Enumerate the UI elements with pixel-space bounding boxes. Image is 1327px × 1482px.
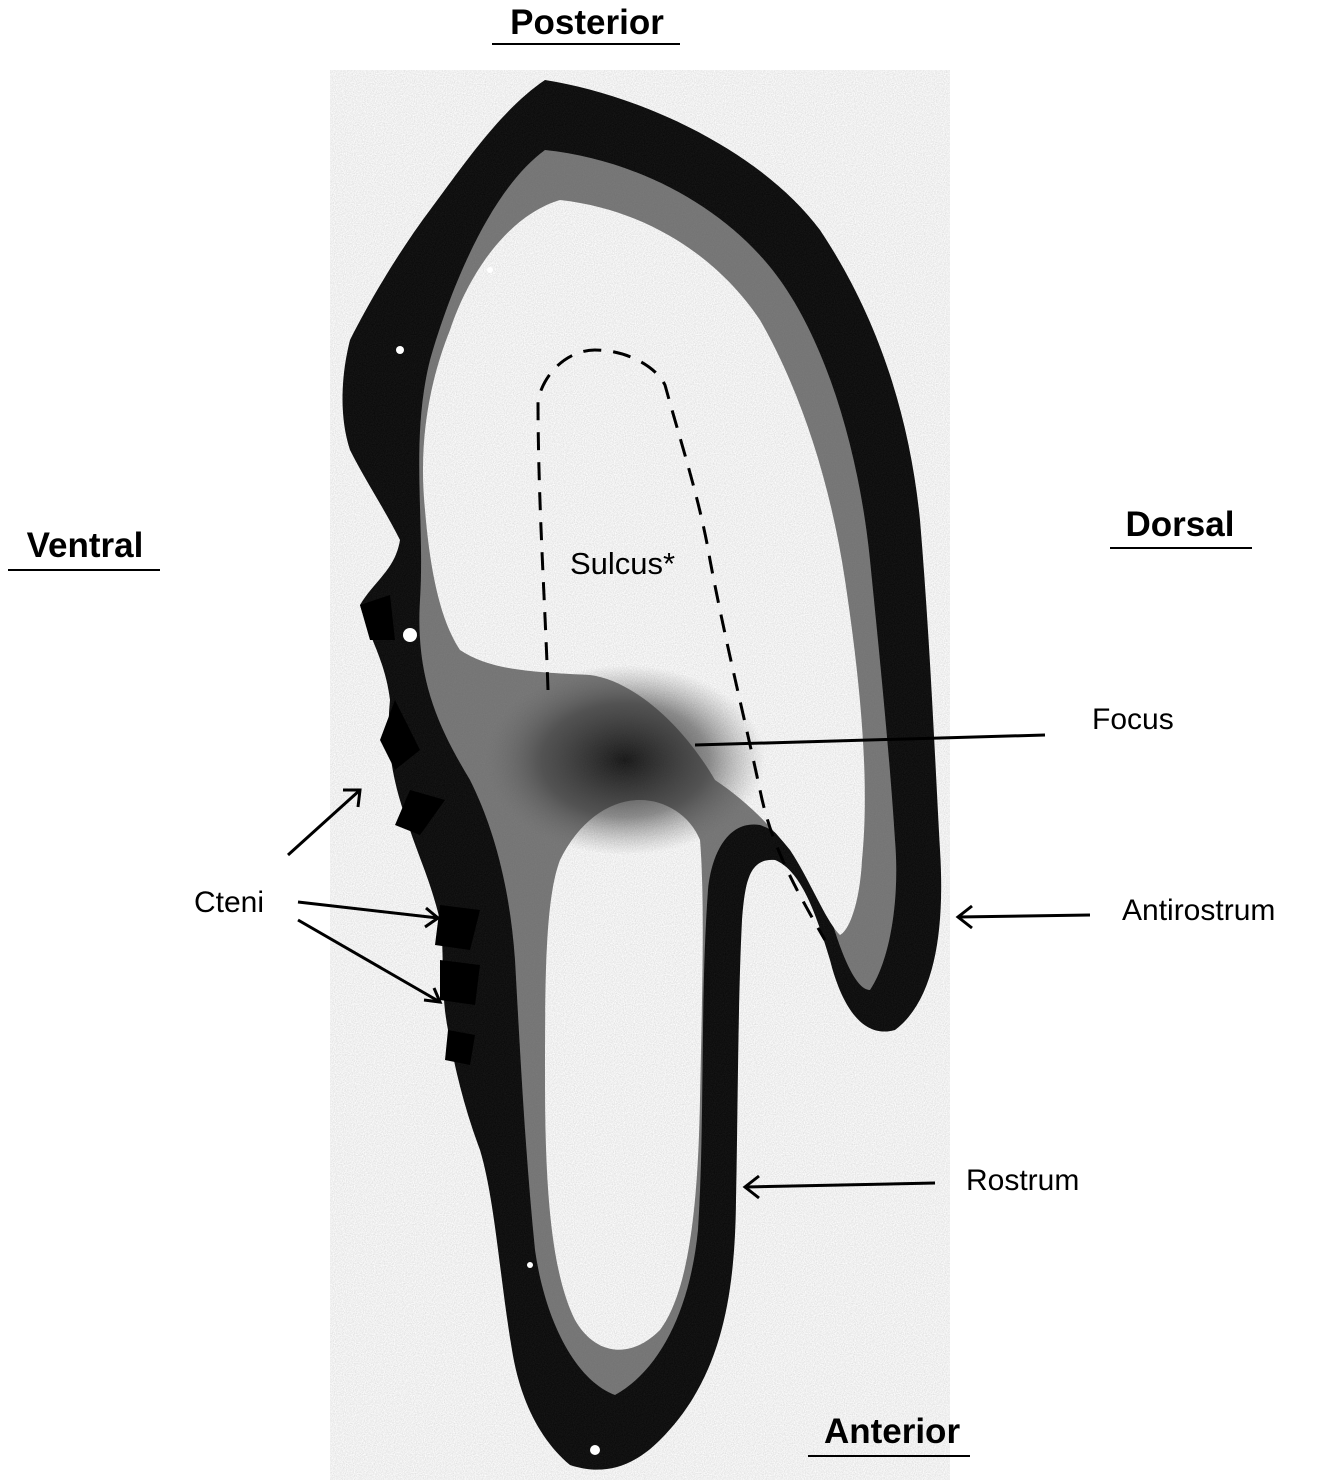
label-focus: Focus — [1092, 703, 1174, 736]
grain-texture — [330, 70, 950, 1480]
label-sulcus: Sulcus* — [570, 546, 675, 581]
orientation-dorsal: Dorsal — [1126, 505, 1235, 544]
label-antirostrum: Antirostrum — [1122, 894, 1275, 927]
label-cteni: Cteni — [194, 886, 264, 919]
label-rostrum: Rostrum — [966, 1164, 1079, 1197]
orientation-anterior: Anterior — [824, 1412, 961, 1451]
orientation-posterior: Posterior — [510, 3, 664, 42]
orientation-ventral: Ventral — [27, 526, 144, 565]
antirostrum-arrow — [958, 906, 1090, 928]
otolith-shape — [330, 70, 950, 1480]
